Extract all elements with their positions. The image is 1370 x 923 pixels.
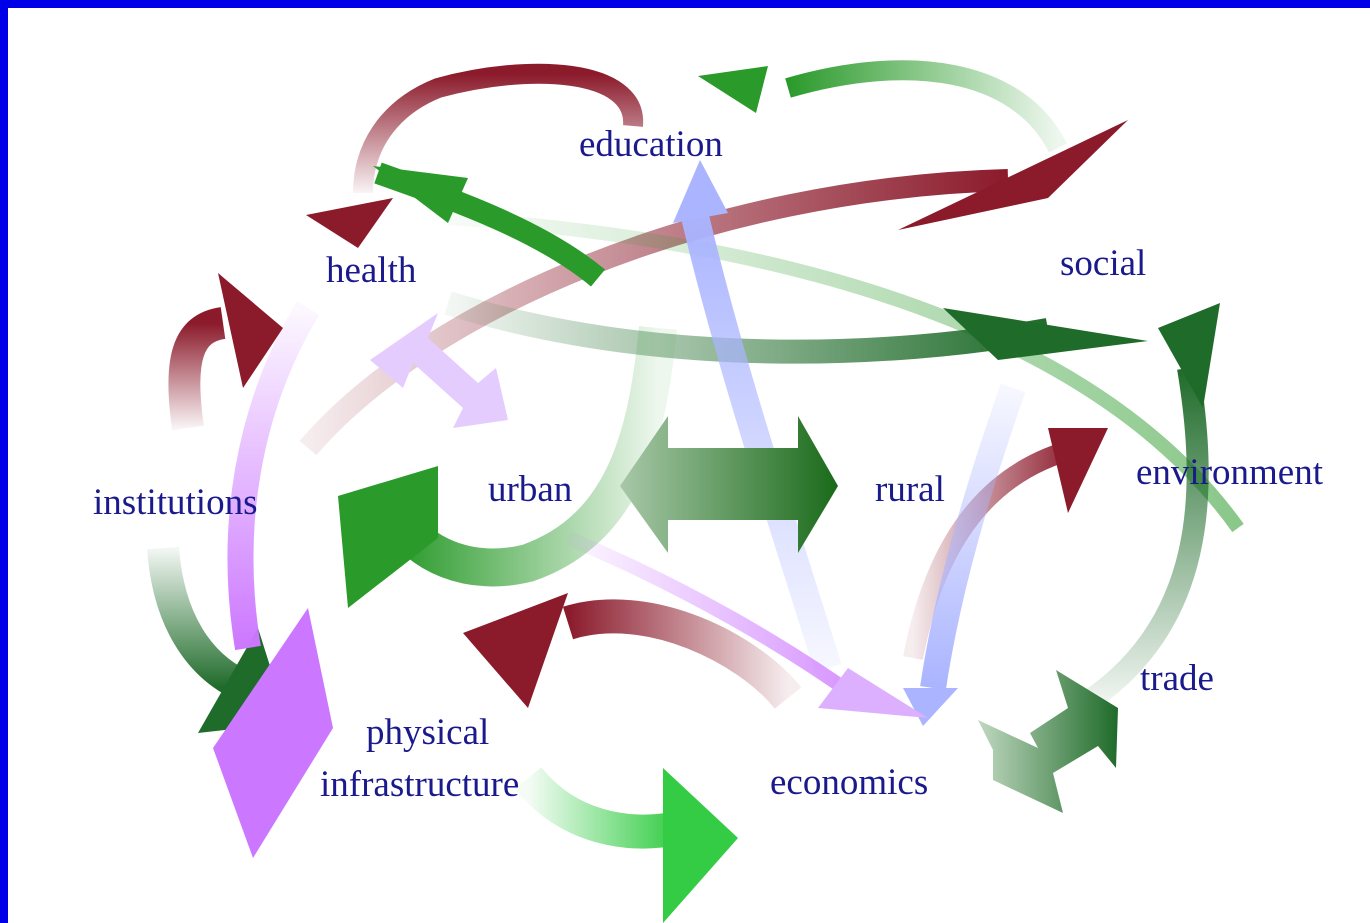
arrow-health-urban bbox=[370, 313, 508, 428]
label-education: education bbox=[579, 124, 723, 165]
label-health: health bbox=[326, 250, 417, 291]
arrow-economics-to-education bbox=[679, 204, 842, 673]
arrow-urban-to-economics bbox=[565, 531, 863, 704]
diagram-canvas: education health social institutions urb… bbox=[8, 8, 1370, 923]
label-trade: trade bbox=[1140, 658, 1214, 699]
arrow-economics-to-infrastructure bbox=[562, 599, 802, 710]
arrow-health-to-infrastructure-head bbox=[213, 608, 333, 858]
arrow-economics-to-infrastructure-head bbox=[463, 593, 568, 708]
label-economics: economics bbox=[770, 762, 928, 803]
label-social: social bbox=[1060, 243, 1146, 284]
arrow-institutions-up bbox=[168, 307, 227, 431]
label-physical: physical bbox=[366, 712, 489, 753]
label-environment: environment bbox=[1136, 452, 1324, 493]
arrow-trade-to-social bbox=[1072, 366, 1209, 718]
arrow-institutions-to-upper-right-head bbox=[898, 120, 1128, 230]
arrow-urban-rural bbox=[620, 416, 838, 553]
arrow-infrastructure-to-bottom bbox=[514, 766, 682, 849]
label-institutions: institutions bbox=[93, 482, 257, 523]
label-urban: urban bbox=[488, 469, 572, 510]
arrow-environment-to-education bbox=[785, 60, 1067, 153]
arrow-urban-loop bbox=[381, 326, 677, 587]
link-health-to-environment bbox=[447, 211, 1244, 533]
label-rural: rural bbox=[875, 469, 945, 510]
arrow-health-to-social bbox=[444, 291, 1051, 364]
arrow-urban-to-health-head bbox=[373, 166, 468, 223]
arrow-social-to-economics-head bbox=[903, 688, 958, 726]
arrow-urban-to-economics-head bbox=[818, 668, 928, 718]
arrow-economics-to-environment-head bbox=[1048, 428, 1108, 513]
arrow-trade-to-social-head bbox=[1158, 303, 1220, 408]
arrow-health-to-social-head bbox=[943, 308, 1148, 360]
arrow-infrastructure-to-bottom-head bbox=[663, 768, 738, 923]
arrow-economics-to-education-head bbox=[673, 160, 728, 223]
label-infrastructure: infrastructure bbox=[320, 764, 519, 805]
arrow-urban-loop-head bbox=[338, 466, 438, 608]
arrow-institutions-up-head bbox=[218, 273, 283, 388]
arrow-health-to-infrastructure bbox=[227, 301, 320, 651]
arrow-social-to-economics bbox=[920, 383, 1026, 690]
arrow-top-to-health bbox=[353, 63, 644, 194]
arrow-trade-double bbox=[978, 670, 1118, 813]
arrow-top-to-health-head bbox=[306, 198, 393, 248]
arrow-environment-to-education-head bbox=[698, 66, 768, 113]
interconnection-diagram: education health social institutions urb… bbox=[93, 60, 1324, 923]
